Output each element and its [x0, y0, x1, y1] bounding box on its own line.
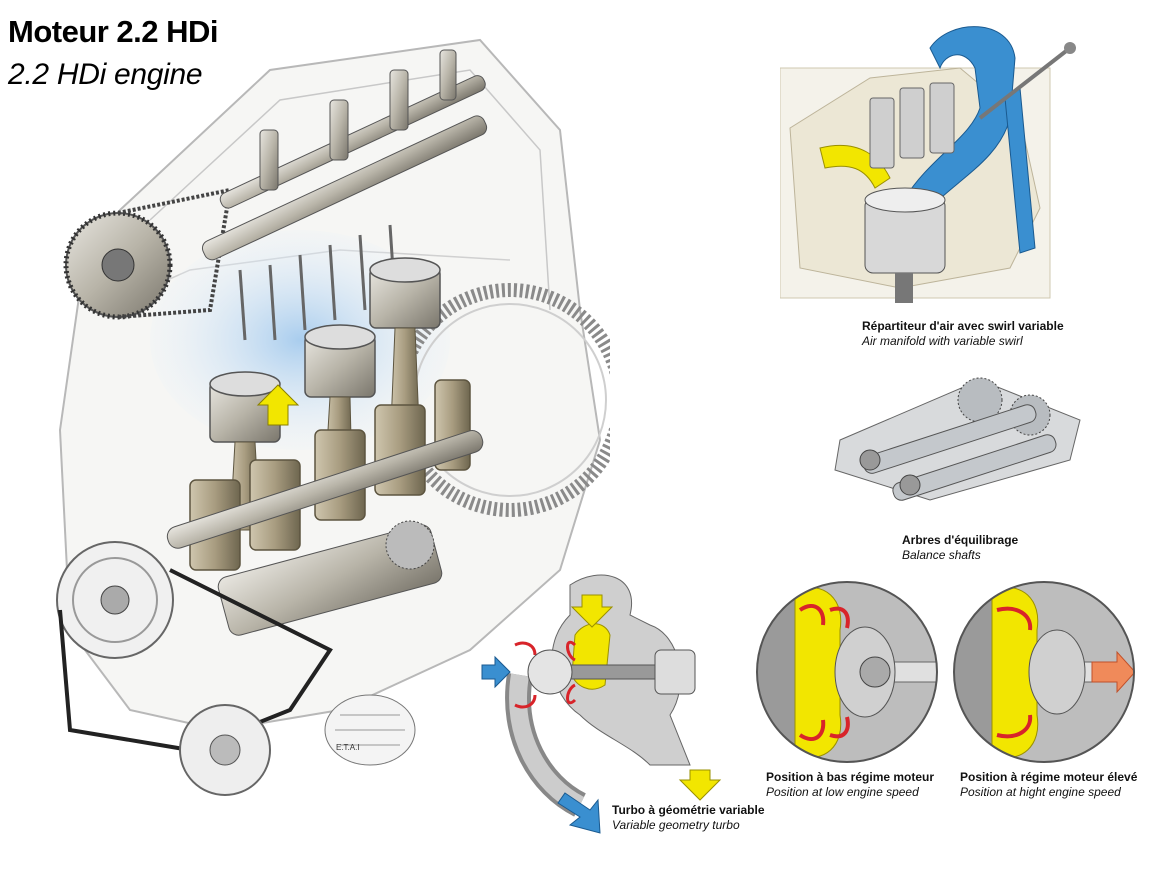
turbo-illustration — [481, 574, 722, 834]
caption-turbo-fr: Turbo à géométrie variable — [612, 803, 765, 817]
flywheel — [393, 283, 610, 517]
red-vanes-closed — [798, 604, 850, 741]
balance-shaft-module — [217, 524, 443, 636]
turbo-blue-outlet-arrow — [557, 792, 601, 834]
caption-low-speed-en: Position at low engine speed — [766, 785, 919, 799]
caption-balance-fr: Arbres d'équilibrage — [902, 533, 1019, 547]
caption-turbo-en: Variable geometry turbo — [612, 818, 740, 832]
turbo-yellow-arrow-bottom — [678, 769, 722, 801]
artist-signature: E.T.A.I — [336, 743, 360, 752]
air-manifold-illustration — [780, 26, 1076, 303]
camshaft — [201, 115, 488, 261]
turbo-blue-inlet-arrow — [481, 655, 511, 689]
title-french: Moteur 2.2 HDi — [8, 14, 219, 49]
caption-manifold-fr: Répartiteur d'air avec swirl variable — [862, 319, 1064, 333]
caption-high-speed-en: Position at hight engine speed — [960, 785, 1121, 799]
pistons — [209, 257, 441, 443]
caption-manifold-en: Air manifold with variable swirl — [862, 334, 1023, 348]
valve-springs — [869, 82, 955, 169]
intake-arrow — [256, 384, 300, 426]
caption-high-speed-fr: Position à régime moteur élevé — [960, 770, 1138, 784]
turbo-yellow-arrow-top — [570, 594, 614, 628]
exhaust-red-arrow — [1091, 650, 1134, 694]
high-speed-vane-illustration — [953, 581, 1135, 763]
balance-shafts-illustration — [834, 377, 1081, 501]
red-vanes-open — [996, 606, 1033, 739]
caption-balance-en: Balance shafts — [902, 548, 981, 562]
title-english: 2.2 HDi engine — [8, 58, 203, 91]
injectors — [259, 49, 457, 191]
engine-cutaway-illustration — [56, 38, 610, 796]
caption-low-speed-fr: Position à bas régime moteur — [766, 770, 935, 784]
turbo-red-vanes — [514, 640, 577, 709]
low-speed-vane-illustration — [756, 581, 938, 763]
valves — [238, 224, 397, 341]
